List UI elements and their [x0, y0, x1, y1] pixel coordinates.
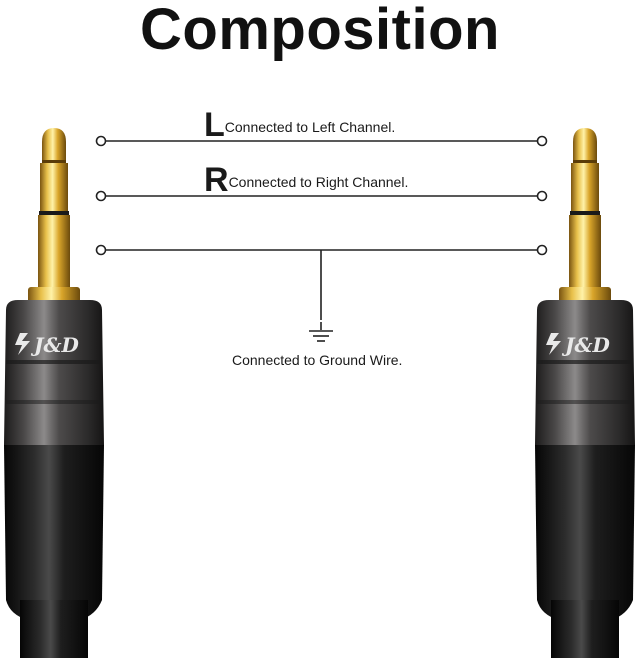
left-plug-sleeve-1 — [40, 163, 68, 211]
left-plug-strain-relief — [4, 445, 104, 620]
right-plug-ring-1 — [573, 160, 597, 163]
ground-dot-right — [536, 244, 548, 256]
right-plug-ring-2 — [570, 211, 600, 215]
right-plug-tip — [573, 128, 597, 160]
right-channel-dot-right — [536, 190, 548, 202]
left-channel-dot-left — [95, 135, 107, 147]
ground-label: Connected to Ground Wire. — [232, 352, 403, 368]
right-channel-letter: R — [204, 161, 229, 199]
right-plug-collar — [559, 287, 611, 303]
right-channel-label: RConnected to Right Channel. — [204, 161, 408, 200]
left-plug-ring-2 — [39, 211, 69, 215]
left-plug-collar — [28, 287, 80, 303]
left-plug-tip — [42, 128, 66, 160]
right-plug-housing — [535, 300, 635, 445]
left-plug-sleeve-2 — [38, 215, 70, 287]
left-channel-label: LConnected to Left Channel. — [204, 106, 395, 145]
left-brand-logo: J&D — [15, 333, 80, 357]
left-brand-text: J&D — [30, 333, 80, 357]
ground-dot-left — [95, 244, 107, 256]
left-plug-housing — [4, 300, 104, 445]
left-plug-ring-1 — [42, 160, 66, 163]
right-brand-text: J&D — [561, 333, 611, 357]
left-cable — [20, 600, 88, 658]
right-plug-sleeve-2 — [569, 215, 601, 287]
right-channel-dot-left — [95, 190, 107, 202]
ground-icon — [309, 322, 333, 342]
page-title: Composition — [140, 0, 500, 62]
connection-lines — [95, 135, 548, 320]
right-cable — [551, 600, 619, 658]
right-channel-text: Connected to Right Channel. — [228, 174, 409, 190]
right-brand-logo: J&D — [546, 333, 611, 357]
right-plug-sleeve-1 — [571, 163, 599, 211]
left-channel-letter: L — [204, 106, 225, 144]
right-audio-plug — [535, 128, 635, 658]
right-plug-strain-relief — [535, 445, 635, 620]
left-channel-dot-right — [536, 135, 548, 147]
left-audio-plug — [4, 128, 104, 658]
left-channel-text: Connected to Left Channel. — [224, 119, 396, 135]
